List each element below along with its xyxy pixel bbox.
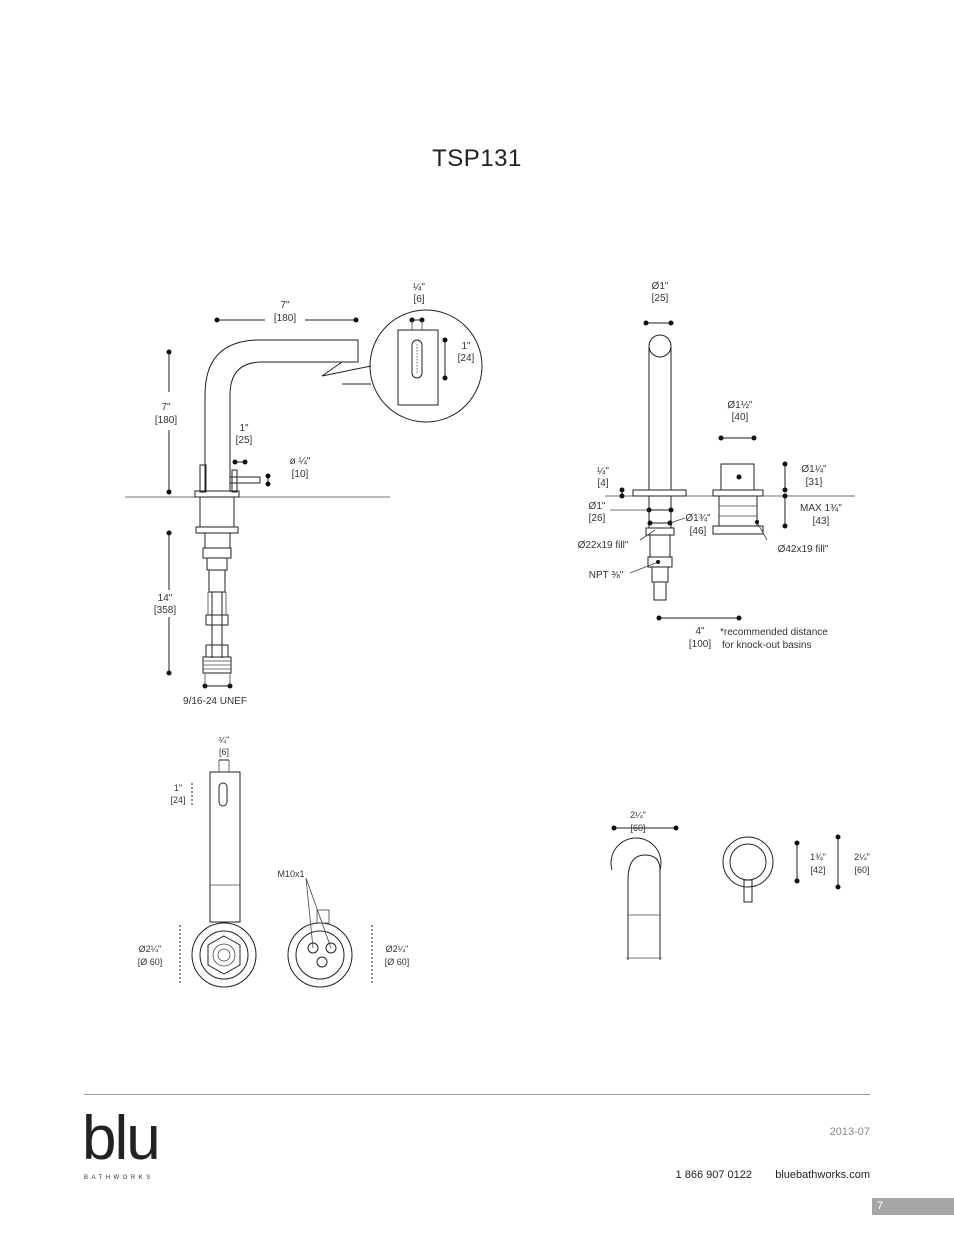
- dim-valve-body: Ø1¾": [685, 513, 711, 524]
- svg-text:[10]: [10]: [292, 469, 309, 480]
- brand-logo: blu: [82, 1104, 161, 1173]
- faucet-front-view: Ø1" [25] Ø1½" [40] ¼" [4] Ø1" [26] Ø1¾" …: [578, 281, 855, 651]
- svg-text:[Ø 60]: [Ø 60]: [385, 957, 410, 967]
- dim-spout-dia: Ø1": [652, 281, 669, 292]
- dim-spout-height: 7": [161, 402, 171, 413]
- dim-aerator-length: 1": [461, 341, 471, 352]
- svg-text:[Ø 60]: [Ø 60]: [138, 957, 163, 967]
- svg-text:[25]: [25]: [236, 435, 253, 446]
- svg-text:[60]: [60]: [854, 865, 869, 875]
- svg-text:[180]: [180]: [274, 313, 296, 324]
- dim-deck-gap: ¼": [597, 465, 609, 477]
- svg-text:[358]: [358]: [154, 605, 176, 616]
- technical-drawing: 7" [180] 7" [180] ¼" [6] 1" [24] 1" [25]…: [125, 281, 870, 988]
- svg-text:[24]: [24]: [170, 795, 185, 805]
- dim-base-dia-left: Ø2¼": [139, 944, 162, 954]
- svg-text:for knock-out basins: for knock-out basins: [722, 640, 812, 651]
- website-link[interactable]: bluebathworks.com: [775, 1169, 870, 1181]
- wall-plate-view: 2¼" [60] 1¾" [42] 2¼" [60]: [610, 810, 870, 960]
- dim-max-deck: MAX 1¾": [800, 503, 842, 514]
- svg-text:[46]: [46]: [690, 526, 707, 537]
- faucet-side-view: 7" [180] 7" [180] ¼" [6] 1" [24] 1" [25]…: [125, 281, 483, 707]
- dim-hand-length: 1": [174, 783, 182, 793]
- page-number: 7: [877, 1200, 884, 1212]
- dim-wall-width: 2¼": [630, 810, 646, 820]
- dim-handle-top: Ø1¼": [801, 463, 827, 475]
- dim-hand-width: ¼": [219, 735, 230, 745]
- svg-text:[6]: [6]: [219, 747, 229, 757]
- page-title: TSP131: [432, 145, 522, 172]
- dim-fill-large: Ø42x19 fill": [778, 544, 829, 555]
- dim-knob-dia: 1¾": [810, 852, 826, 862]
- phone-number: 1 866 907 0122: [675, 1169, 752, 1181]
- dim-npt: NPT ⅜": [589, 570, 624, 581]
- svg-text:[25]: [25]: [652, 293, 669, 304]
- dim-thread: 9/16-24 UNEF: [183, 696, 247, 707]
- brand-logo-subtitle: BATHWORKS: [84, 1175, 154, 1181]
- dim-thread-m: M10x1: [277, 869, 304, 879]
- svg-text:[100]: [100]: [689, 639, 711, 650]
- dim-distance-note: *recommended distance: [720, 627, 828, 638]
- dim-distance: 4": [695, 626, 705, 637]
- dim-spout-reach: 7": [280, 300, 290, 311]
- svg-text:[4]: [4]: [597, 478, 608, 489]
- svg-text:[40]: [40]: [732, 412, 749, 423]
- svg-text:[43]: [43]: [813, 516, 830, 527]
- document-date: 2013-07: [829, 1126, 870, 1138]
- svg-text:[6]: [6]: [413, 294, 424, 305]
- dim-plate-dia: 2¼": [854, 852, 870, 862]
- svg-text:[31]: [31]: [806, 477, 823, 488]
- dim-base-dia-right: Ø2¼": [386, 944, 409, 954]
- svg-text:[26]: [26]: [589, 513, 606, 524]
- svg-text:[42]: [42]: [810, 865, 825, 875]
- footer-divider: [84, 1094, 870, 1095]
- hand-shower-view: ¼" [6] 1" [24] Ø2¼" [Ø 60] M10x1 Ø2¼" [Ø…: [138, 735, 410, 988]
- dim-handle-base: Ø1½": [727, 400, 753, 411]
- dim-aerator-width: ¼": [413, 281, 425, 293]
- dim-handle-height: 1": [239, 423, 249, 434]
- dim-shank-dia: Ø1": [589, 501, 606, 512]
- svg-text:[180]: [180]: [155, 415, 177, 426]
- dim-hose-length: 14": [158, 593, 173, 604]
- dim-handle-dia: ø ¼": [290, 455, 311, 467]
- dim-fill-small: Ø22x19 fill": [578, 540, 629, 551]
- page-number-bar: 7: [872, 1198, 954, 1215]
- svg-text:[24]: [24]: [458, 353, 475, 364]
- svg-text:[60]: [60]: [630, 823, 645, 833]
